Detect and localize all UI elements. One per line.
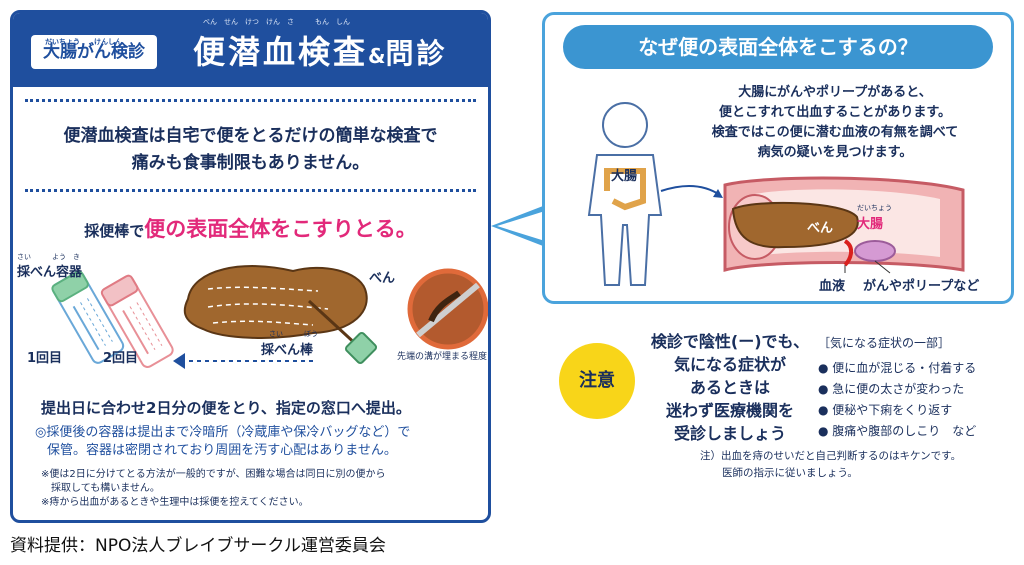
body-to-colon-arrow — [660, 185, 721, 196]
container-ruby: さい よう き — [17, 253, 80, 261]
blood-label: 血液 — [819, 279, 846, 294]
first-label: 1回目 — [27, 351, 63, 366]
explanation-line-2: 便とこすれて出血することがあります。 — [718, 105, 952, 120]
storage-note-1: ◎採便後の容器は提出まで冷暗所（冷蔵庫や保冷バッグなど）で — [35, 425, 411, 440]
section-colon-label: 大腸 — [857, 217, 884, 232]
container-1-icon — [51, 270, 125, 364]
rub-prefix: 採便棒で — [84, 222, 145, 240]
dotted-divider — [25, 99, 476, 102]
body-colon-label: 大腸 — [611, 169, 638, 184]
storage-note-2: 保管。容器は密閉されており周囲を汚す心配はありません。 — [47, 443, 397, 458]
callout-pointer-inner — [497, 211, 545, 241]
caution-line-1: 検診で陰性(ー)でも、 — [650, 332, 810, 351]
caution-line-3: あるときは — [689, 378, 770, 397]
caution-line-5: 受診しましょう — [673, 424, 786, 443]
right-panel: なぜ便の表面全体をこするの？ 大腸にがんやポリープがあると、 便とこすれて出血す… — [542, 12, 1014, 304]
stool-icon — [183, 265, 368, 339]
caution-note-2: 医師の指示に従いましょう。 — [722, 467, 858, 479]
intro-line-2: 痛みも食事制限もありません。 — [131, 153, 370, 173]
caution-note: 注）出血を痔のせいだと自己判断するのはキケンです。 医師の指示に従いましょう。 — [700, 448, 961, 482]
fine-note-2: 採取しても構いません。 — [51, 483, 160, 494]
container-label: 採べん容器 — [17, 265, 83, 280]
stick-label: 採べん棒 — [261, 343, 314, 358]
right-explanation: 大腸にがんやポリープがあると、 便とこすれて出血することがあります。 検査ではこ… — [675, 83, 995, 163]
dotted-divider — [25, 189, 476, 192]
caution-line-4: 迷わず医療機関を — [665, 401, 794, 420]
explanation-line-1: 大腸にがんやポリープがあると、 — [738, 85, 932, 100]
second-label: 2回目 — [103, 351, 139, 366]
explanation-line-3: 検査ではこの便に潜む血液の有無を調べて — [711, 125, 959, 140]
tip-note: 先端の溝が埋まる程度 — [397, 352, 488, 362]
magnifier-icon — [407, 268, 488, 350]
polyp-label: がんやポリープなど — [863, 279, 980, 294]
caution-badge: 注意 — [559, 343, 635, 419]
intro-text: 便潜血検査は自宅で便をとるだけの簡単な検査で 痛みも食事制限もありません。 — [33, 123, 468, 177]
explanation-line-4: 病気の疑いを見つけます。 — [757, 145, 913, 160]
container-2-icon — [100, 274, 174, 368]
title-ruby: べん せん けつ けん さ もん しん — [203, 18, 350, 26]
caution-main-text: 検診で陰性(ー)でも、 気になる症状が あるときは 迷わず医療機関を 受診しまし… — [640, 330, 820, 445]
page-title: 便潜血検査&問診 — [193, 27, 447, 73]
arrow-head-icon — [713, 189, 723, 198]
credit: 資料提供：NPO法人ブレイブサークル運営委員会 — [10, 536, 386, 556]
caution-line-2: 気になる症状が — [673, 355, 786, 374]
symptom-heading: ［気になる症状の一部］ — [818, 336, 951, 350]
header-badge: だいちょう けんしん 大腸がん検診 — [31, 35, 157, 69]
rub-highlight: 便の表面全体をこすりとる。 — [144, 217, 417, 241]
symptom-item: 便秘や下痢をくり返す — [818, 400, 976, 421]
symptom-item: 急に便の太さが変わった — [818, 379, 976, 400]
badge-text: 大腸がん検診 — [43, 42, 145, 62]
colon-icon — [604, 168, 646, 211]
symptom-item: 腹痛や腹部のしこり など — [818, 421, 976, 442]
fine-note-1: ※便は2日に分けてとる方法が一般的ですが、困難な場合は同日に別の便から — [41, 469, 386, 480]
caution-note-1: 注）出血を痔のせいだと自己判断するのはキケンです。 — [700, 450, 962, 462]
colon-illustration — [587, 102, 965, 286]
submit-instruction: 提出日に合わせ2日分の便をとり、指定の窓口へ提出。 — [41, 399, 411, 417]
section-stool-label: べん — [807, 221, 834, 236]
fine-note-3: ※痔から出血があるときや生理中は採便を控えてください。 — [41, 497, 309, 508]
symptom-list: 便に血が混じる・付着する 急に便の太さが変わった 便秘や下痢をくり返す 腹痛や腹… — [818, 358, 976, 442]
arrow-head-icon — [173, 353, 185, 369]
left-header: だいちょう けんしん 大腸がん検診 便潜血検査&問診 べん せん けつ けん さ… — [13, 13, 488, 87]
sampling-stick-icon — [307, 299, 378, 365]
stick-ruby: さい ぼう — [269, 330, 318, 338]
left-panel: だいちょう けんしん 大腸がん検診 便潜血検査&問診 べん せん けつ けん さ… — [10, 10, 491, 523]
rub-instruction: 採便棒で便の表面全体をこすりとる。 — [13, 213, 488, 243]
badge-ruby: だいちょう けんしん — [45, 38, 122, 46]
colon-section-icon — [723, 176, 965, 272]
section-colon-ruby: だいちょう — [857, 204, 892, 212]
title-amp: & — [368, 44, 386, 68]
title-sub: 問診 — [385, 37, 448, 70]
stool-label: べん — [369, 271, 396, 286]
sampling-illustration — [51, 265, 488, 369]
intro-line-1: 便潜血検査は自宅で便をとるだけの簡単な検査で — [63, 126, 438, 146]
human-body-icon — [587, 102, 663, 286]
right-title: なぜ便の表面全体をこするの？ — [563, 25, 993, 69]
title-main: 便潜血検査 — [193, 33, 369, 71]
symptom-item: 便に血が混じる・付着する — [818, 358, 976, 379]
